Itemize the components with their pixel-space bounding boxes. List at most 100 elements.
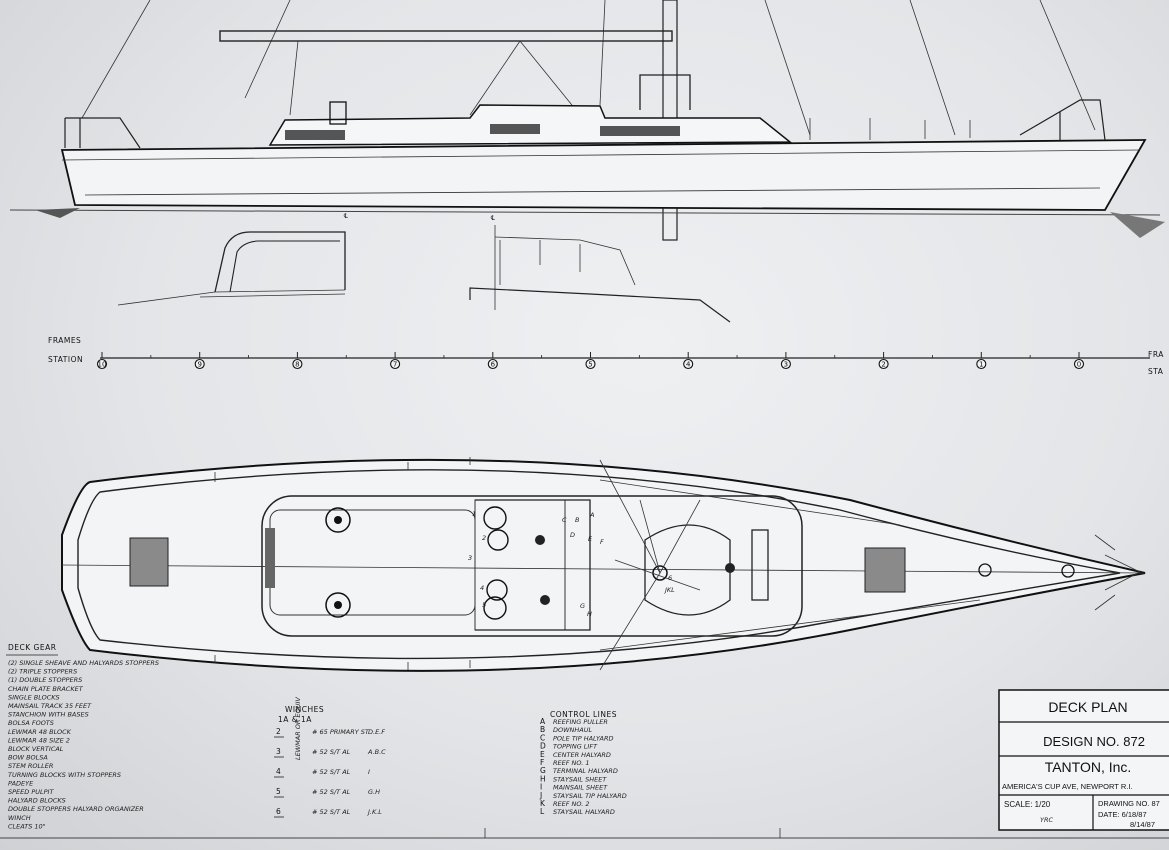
border-ticks [484, 828, 781, 838]
deck-fitting [725, 563, 735, 573]
winch-lines: A.B.C [367, 748, 386, 756]
port-light [285, 130, 345, 140]
winch-callout: 3 [468, 554, 472, 562]
cockpit-section [469, 287, 731, 323]
control-line-letter: C [540, 733, 546, 742]
drawing-number: DRAWING NO. 87 [1098, 799, 1160, 808]
station-marker [1073, 358, 1085, 370]
deck-line-section [199, 293, 346, 298]
station-marker [194, 358, 205, 370]
deck-line-section [117, 289, 346, 306]
jib-tracks [599, 479, 981, 651]
dodger-section-inner [229, 240, 340, 293]
winch-number: 5 [276, 787, 281, 796]
windlass [978, 563, 992, 577]
frames-label: FRAMES [48, 336, 81, 345]
dodger-plan [644, 524, 731, 616]
scale-text: SCALE: 1/20 [1004, 800, 1051, 809]
control-line-letter: B [540, 725, 546, 734]
winch-callout: 4 [480, 584, 484, 592]
centerline-mark: ℄ [490, 214, 496, 222]
winch-callout: 6 [668, 574, 672, 582]
dodger-arch [639, 74, 691, 110]
vent [329, 101, 347, 125]
station-number: 9 [197, 361, 201, 369]
bow-pulpit [1019, 99, 1106, 141]
deck-gear-item: CHAIN PLATE BRACKET [8, 685, 84, 693]
dimension-ticks [499, 240, 581, 285]
station-marker [390, 358, 401, 370]
control-line-name: REEF NO. 1 [553, 759, 590, 767]
control-line-name: TERMINAL HALYARD [553, 767, 618, 775]
deck-gear-item: SPEED PULPIT [8, 788, 54, 796]
station-number: 2 [881, 361, 885, 369]
control-line-letter: A [540, 717, 546, 726]
winch-port-aft [325, 507, 351, 533]
station-number: 3 [784, 361, 788, 369]
winches-table: WINCHES 1A & 1A LEWMAR OR EQUIV 2# 65 PR… [274, 697, 386, 818]
stanchion-bases [214, 457, 471, 670]
station-marker [780, 358, 791, 370]
deck-gear-item: BLOCK VERTICAL [8, 745, 64, 753]
deck-gear-item: PADEYE [8, 779, 34, 787]
station-number: 8 [295, 361, 299, 369]
jkl-label: JKL [663, 586, 675, 594]
stem-fitting [1061, 564, 1075, 578]
mast-line [599, 0, 606, 106]
winches-side-note: LEWMAR OR EQUIV [294, 697, 302, 760]
winch-description: # 52 S/T AL [312, 748, 351, 756]
dodger-section [214, 231, 346, 293]
line-callout: E [588, 535, 593, 543]
deck-gear-title: DECK GEAR [8, 643, 56, 652]
control-line-letter: G [540, 766, 546, 775]
station-marker [292, 358, 303, 370]
section-details: ℄ ℄ [117, 212, 731, 323]
control-line-letter: F [540, 758, 545, 767]
station-number: 5 [588, 361, 592, 369]
deck-gear-item: CLEATS 10" [8, 822, 46, 830]
deck-gear-item: STEM ROLLER [8, 762, 53, 770]
station-marker [976, 358, 987, 370]
winch-cabin-2 [487, 529, 509, 551]
shroud-line [909, 0, 956, 136]
station-label-edge: STA [1148, 367, 1164, 376]
cabin-top-outline [261, 495, 803, 637]
station-marker [683, 358, 694, 370]
winch-cabin-1 [483, 506, 507, 530]
line-callout: C [562, 516, 567, 524]
line-callout: F [600, 538, 604, 546]
winch-callout: 1 [472, 510, 476, 518]
control-line-letter: J [539, 791, 543, 800]
companionway-frame [475, 499, 591, 631]
design-number: DESIGN NO. 872 [1043, 734, 1145, 749]
control-line-letter: D [540, 742, 546, 751]
title-block: DECK PLAN DESIGN NO. 872 TANTON, Inc. AM… [998, 689, 1169, 831]
winch-cabin-5 [483, 596, 507, 620]
boom-vang [289, 40, 299, 116]
fore-hatch [864, 547, 906, 593]
line-callout: A [589, 511, 594, 519]
winch-number: 3 [276, 747, 281, 756]
control-line-name: REEFING PULLER [553, 718, 608, 726]
turning-block [540, 595, 550, 605]
company-address: AMERICA'S CUP AVE, NEWPORT R.I. [1002, 782, 1133, 791]
stern-pulpit [64, 117, 141, 149]
aft-hatch [129, 537, 169, 587]
drawing-date: DATE: 6/18/87 [1098, 810, 1147, 819]
winch-callout: 5 [482, 601, 486, 609]
winch-stbd-aft [325, 592, 351, 618]
station-marker [487, 358, 498, 370]
deck-gear-item: LEWMAR 48 BLOCK [8, 728, 72, 736]
deck-gear-item: (2) TRIPLE STOPPERS [8, 668, 77, 676]
centerline-mark: ℄ [343, 212, 349, 220]
boom [219, 30, 673, 42]
forestay-line [81, 0, 151, 119]
frames-label-edge: FRA [1148, 350, 1164, 359]
mast-partner [751, 529, 769, 601]
winches-title: WINCHES [285, 705, 324, 714]
winch-cabin-4 [486, 579, 508, 601]
deck-gear-item: LEWMAR 48 SIZE 2 [8, 736, 70, 744]
